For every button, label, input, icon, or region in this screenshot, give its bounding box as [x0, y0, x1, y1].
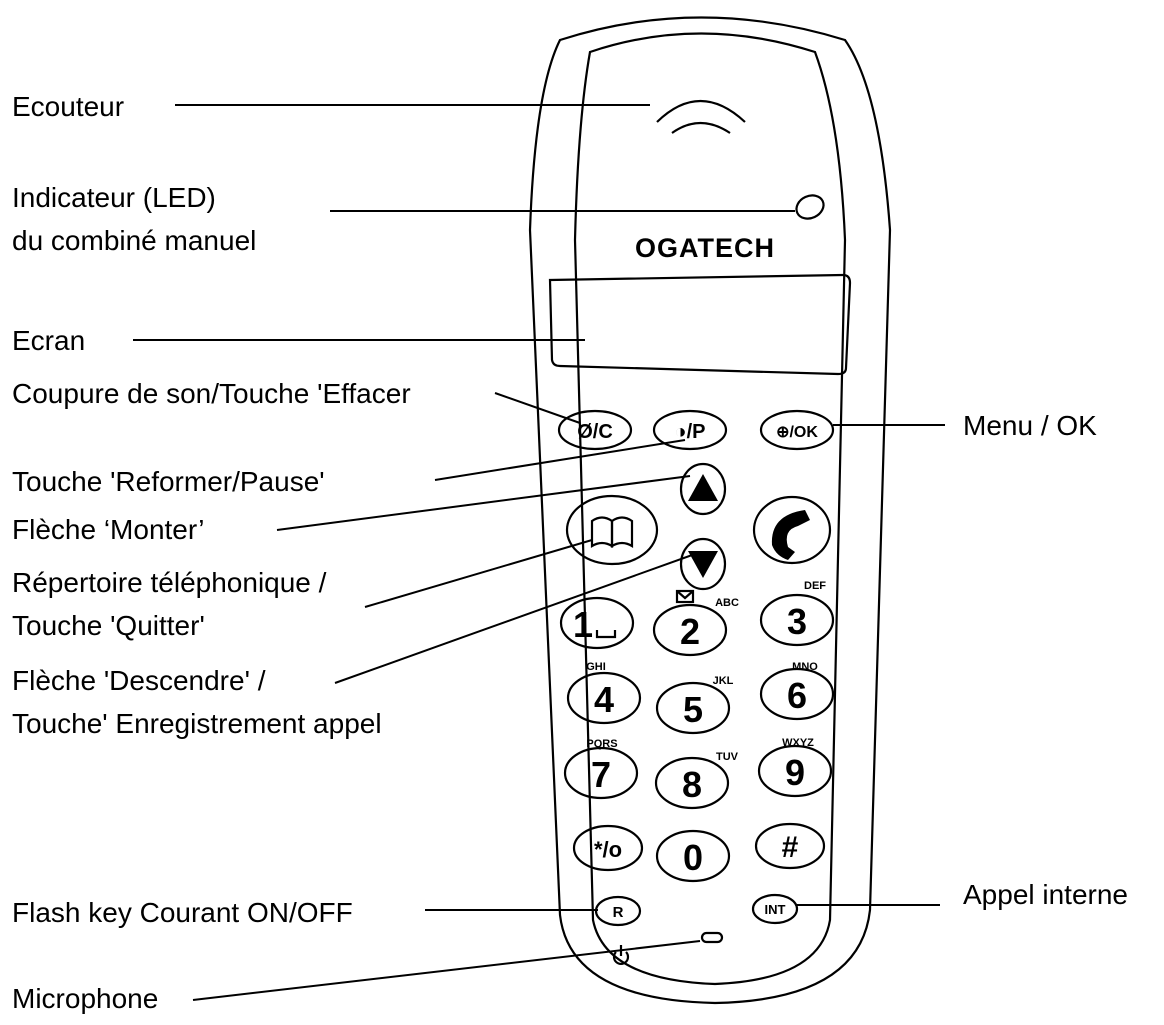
key-9[interactable]: 9 WXYZ [757, 737, 833, 798]
up-arrow-button[interactable] [679, 462, 727, 516]
key-6[interactable]: 6 MNO [759, 661, 835, 721]
svg-text:2: 2 [680, 611, 700, 652]
book-icon [590, 516, 634, 548]
phonebook-button[interactable] [565, 494, 659, 566]
label-ecran: Ecran [12, 325, 85, 356]
key-3[interactable]: 3 DEF [759, 580, 835, 647]
envelope-icon [675, 589, 695, 604]
label-flash: Flash key Courant ON/OFF [12, 897, 353, 928]
talk-button[interactable] [752, 495, 832, 565]
hash-key[interactable]: # [754, 822, 826, 870]
int-button[interactable]: INT [751, 893, 799, 925]
earpiece-icon [656, 100, 746, 134]
label-descendre-line1: Flèche 'Descendre' / [12, 665, 266, 696]
redial-pause-button[interactable]: ◑/P [652, 409, 728, 451]
svg-text:5: 5 [683, 689, 703, 730]
key-2[interactable]: 2 ABC [652, 589, 739, 657]
label-reformer: Touche 'Reformer/Pause' [12, 466, 325, 497]
menu-ok-label: ⊕/OK [776, 424, 818, 441]
key-0[interactable]: 0 [655, 829, 731, 883]
up-arrow-icon [688, 474, 718, 501]
led-icon [795, 194, 825, 220]
label-repertoire-line1: Répertoire téléphonique / [12, 567, 327, 598]
label-microphone: Microphone [12, 983, 158, 1014]
svg-text:WXYZ: WXYZ [782, 737, 814, 749]
svg-text:MNO: MNO [792, 661, 818, 673]
down-arrow-icon [688, 551, 718, 578]
key-7[interactable]: 7 PQRS [563, 738, 639, 800]
svg-text:1: 1 [573, 604, 593, 645]
key-4[interactable]: 4 GHI [566, 661, 642, 725]
key-8[interactable]: 8 TUV [654, 751, 739, 810]
down-arrow-button[interactable] [679, 537, 727, 591]
label-led-line2: du combiné manuel [12, 225, 256, 256]
callout-labels: Ecouteur Indicateur (LED) du combiné man… [12, 91, 1128, 1014]
label-monter: Flèche ‘Monter’ [12, 514, 204, 545]
handset-icon [771, 510, 810, 560]
svg-text:JKL: JKL [713, 675, 734, 687]
svg-text:DEF: DEF [804, 580, 826, 592]
svg-text:3: 3 [787, 601, 807, 642]
svg-text:INT: INT [765, 902, 786, 917]
label-led-line1: Indicateur (LED) [12, 182, 216, 213]
label-descendre-line2: Touche' Enregistrement appel [12, 708, 382, 739]
svg-text:ABC: ABC [715, 597, 739, 609]
menu-ok-button[interactable]: ⊕/OK [759, 409, 835, 451]
mute-clear-label: Ø/C [577, 421, 613, 443]
svg-text:PQRS: PQRS [586, 738, 617, 750]
handset-body [528, 16, 892, 1005]
redial-pause-label: ◑/P [675, 421, 706, 443]
svg-text:0: 0 [683, 837, 703, 878]
label-repertoire-line2: Touche 'Quitter' [12, 610, 205, 641]
svg-text:8: 8 [682, 764, 702, 805]
svg-text:TUV: TUV [716, 751, 739, 763]
label-appel-interne: Appel interne [963, 879, 1128, 910]
key-1[interactable]: 1 [559, 596, 635, 650]
mute-clear-button[interactable]: Ø/C [557, 409, 633, 451]
svg-text:#: # [782, 831, 799, 864]
microphone-icon [700, 931, 724, 944]
key-5[interactable]: 5 JKL [655, 675, 734, 735]
brand-logo: OGATECH [635, 233, 775, 263]
display-screen [548, 273, 852, 376]
svg-text:*/o: */o [594, 837, 622, 862]
star-key[interactable]: */o [572, 824, 644, 872]
svg-text:4: 4 [594, 679, 614, 720]
svg-text:R: R [613, 904, 624, 921]
svg-text:9: 9 [785, 752, 805, 793]
svg-text:6: 6 [787, 675, 807, 716]
leader-lines [133, 104, 945, 1001]
label-menu-ok: Menu / OK [963, 410, 1097, 441]
svg-text:7: 7 [591, 754, 611, 795]
svg-text:GHI: GHI [586, 661, 606, 673]
label-coupure: Coupure de son/Touche 'Effacer [12, 378, 411, 409]
label-ecouteur: Ecouteur [12, 91, 124, 122]
flash-r-button[interactable]: R [594, 895, 642, 927]
